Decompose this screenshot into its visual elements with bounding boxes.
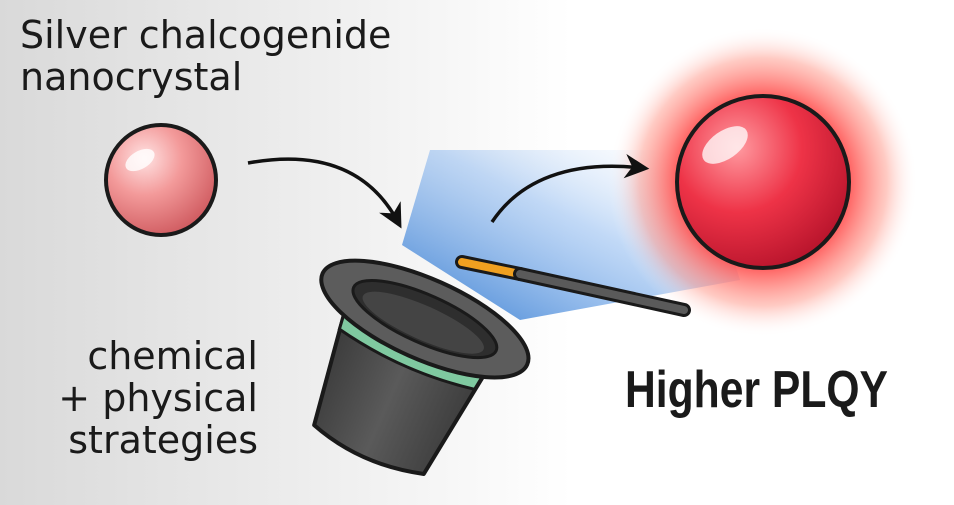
magic-hat-icon (312, 258, 531, 476)
nanocrystal-label: Silver chalcogenide nanocrystal (20, 14, 391, 98)
arrow-into-hat-icon (247, 157, 402, 229)
arrow-to-result-icon (490, 153, 650, 223)
strategies-label-line3: strategies (68, 418, 258, 462)
magic-wand-icon (455, 255, 691, 317)
strategies-label: chemical + physical strategies (58, 335, 258, 461)
result-label: Higher PLQY (625, 361, 888, 419)
strategies-label-line2: + physical (58, 376, 258, 420)
nanocrystal-label-line2: nanocrystal (20, 55, 243, 99)
large-nanocrystal-icon (675, 94, 851, 270)
strategies-label-line1: chemical (87, 334, 258, 378)
small-nanocrystal-icon (104, 123, 218, 237)
nanocrystal-label-line1: Silver chalcogenide (20, 13, 392, 57)
